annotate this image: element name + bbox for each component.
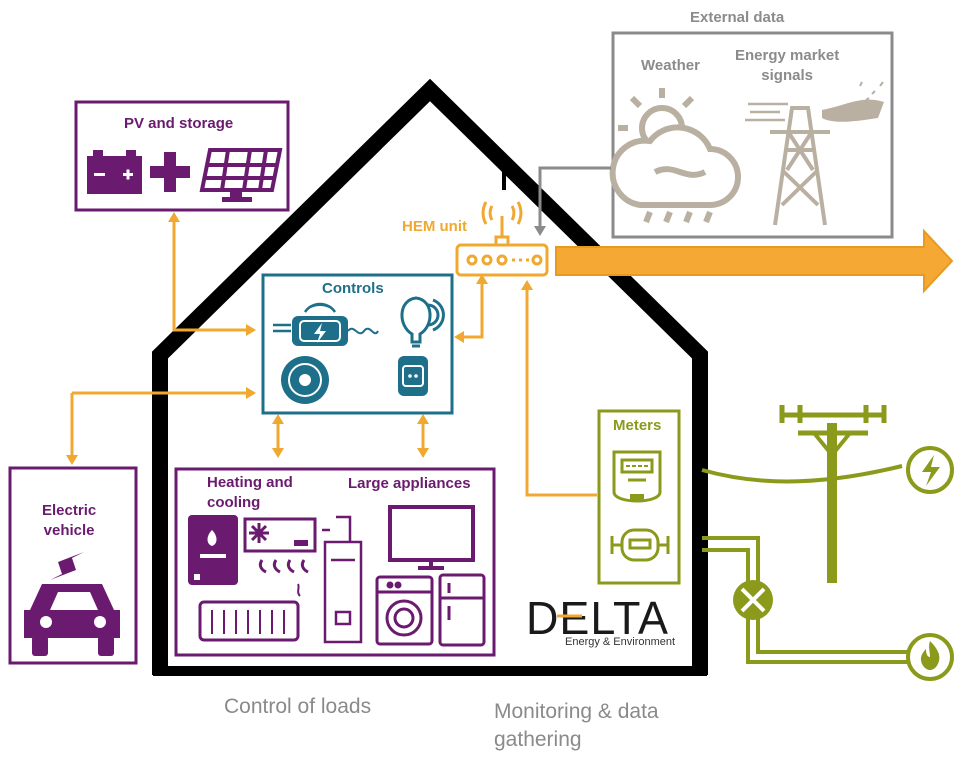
energy-market-signals-label: Energy market signals [735,47,840,84]
external-data-arrow [538,166,611,232]
pv-storage-label: PV and storage [124,115,234,132]
solar-panel-icon [199,148,283,202]
gas-flame-icon [906,633,954,681]
data-out-arrow [555,228,954,294]
fridge-icon [438,573,486,647]
power-line [701,464,903,484]
smart-plug-icon [273,302,379,346]
meters-label: Meters [613,417,662,434]
weather-cloud-icon [609,88,741,224]
weather-label: Weather [641,57,700,74]
monitoring-caption: Monitoring & data gathering [494,700,659,751]
delta-logo: DELTA Energy & Environment [526,592,675,648]
electricity-icon [906,446,954,494]
tv-icon [388,505,475,570]
external-data-label: External data [690,9,785,26]
washing-machine-icon [375,575,434,646]
large-appliances-label: Large appliances [348,475,471,492]
electric-vehicle-label: Electric vehicle [42,502,97,539]
logo-wordmark: DELTA [526,592,669,644]
bulb-icon [400,296,445,348]
radiator-icon [198,583,301,642]
electric-meter-icon [612,450,662,503]
house-outline [152,78,708,676]
water-heater-icon [322,515,363,644]
car-icon [24,552,120,656]
control-of-loads-caption: Control of loads [224,695,372,718]
plus-icon [150,152,190,192]
gas-valve-icon [733,580,773,620]
boiler-icon [188,515,238,585]
socket-icon [398,356,428,396]
power-pylon-icon [745,81,884,226]
hem-unit-label: HEM unit [402,218,467,235]
air-conditioner-icon [243,517,317,574]
utility-pole-icon [779,405,887,583]
gas-pipe [702,536,908,664]
thermostat-icon [281,356,329,404]
heating-cooling-label: Heating and cooling [207,474,293,511]
router-icon [455,201,549,277]
gas-meter-icon [610,528,670,562]
logo-subtitle: Energy & Environment [565,636,675,648]
controls-label: Controls [322,280,384,297]
connector-arrowheads [66,212,533,465]
battery-icon [87,150,142,194]
